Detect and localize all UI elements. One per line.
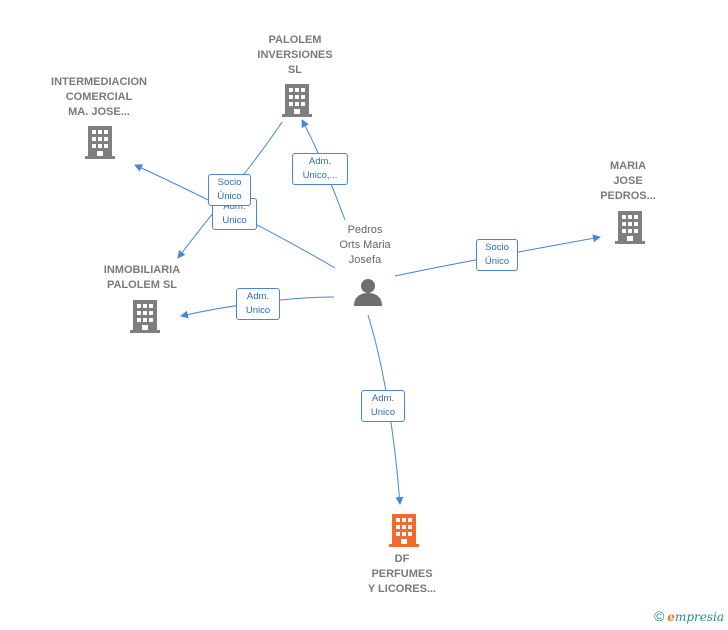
edge-badge-to-maria[interactable]: Socio Único	[476, 239, 518, 271]
edge-badge-to-df[interactable]: Adm. Unico	[361, 390, 405, 422]
node-label-intermediacion[interactable]: INTERMEDIACION COMERCIAL MA. JOSE...	[51, 76, 147, 118]
building-icon-intermediacion	[85, 126, 115, 159]
node-label-person[interactable]: Pedros Orts Maria Josefa	[339, 224, 391, 266]
node-label-inmobiliaria[interactable]: INMOBILIARIA PALOLEM SL	[103, 264, 181, 291]
person-icon	[354, 279, 382, 306]
building-icon-maria	[615, 211, 645, 244]
brand-e-logo: e	[667, 610, 675, 624]
building-icon-df-perfumes	[389, 514, 419, 547]
empresia-brand[interactable]: ©empresia	[654, 608, 724, 624]
building-icon-palolem	[282, 84, 312, 117]
node-label-palolem-inversiones[interactable]: PALOLEM INVERSIONES SL	[257, 34, 333, 76]
edge-badge-to-palolem[interactable]: Adm. Unico,...	[292, 153, 348, 185]
node-label-maria-jose[interactable]: MARIA JOSE PEDROS...	[600, 160, 656, 202]
building-icon-inmobiliaria	[130, 300, 160, 333]
node-label-df-perfumes[interactable]: DF PERFUMES Y LICORES...	[367, 553, 437, 595]
edge-badge-to-intermediacion[interactable]: Socio Único	[208, 174, 251, 206]
brand-name: mpresia	[674, 610, 724, 624]
edge-badge-to-inmobiliaria[interactable]: Adm. Unico	[236, 288, 280, 320]
copyright-icon: ©	[653, 608, 665, 624]
